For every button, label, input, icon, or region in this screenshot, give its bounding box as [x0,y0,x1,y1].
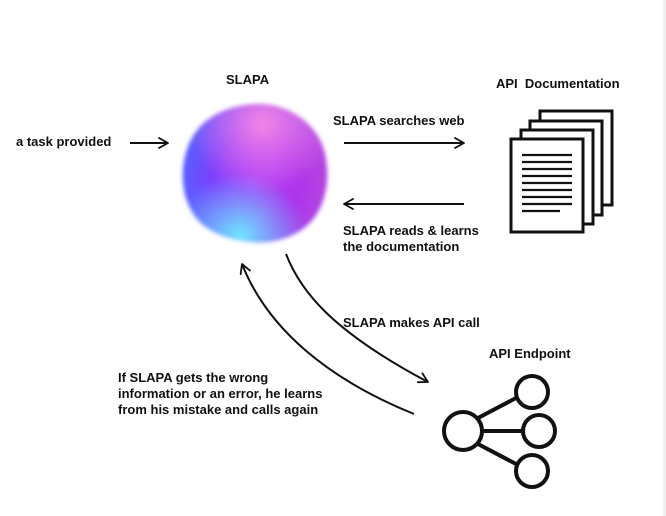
feedback-label-line3: from his mistake and calls again [118,402,319,417]
api-endpoint-label: API Endpoint [489,346,571,361]
feedback-label-line1: If SLAPA gets the wrong [118,370,269,385]
reads-learns-label-line2: the documentation [343,239,460,254]
makes-api-call-label: SLAPA makes API call [343,315,480,330]
share-network-icon [442,374,557,489]
searches-web-label: SLAPA searches web [333,113,465,128]
right-edge-strip [663,0,666,516]
reads-learns-label-line1: SLAPA reads & learns [343,223,479,238]
arrow-feedback [239,263,415,415]
slapa-orb [182,103,328,243]
task-provided-label: a task provided [16,134,112,149]
feedback-label-line2: information or an error, he learns [118,386,323,401]
slapa-title: SLAPA [226,72,270,87]
api-documentation-label: API Documentation [496,76,620,91]
document-stack-icon [509,109,614,234]
arrow-api-call [285,253,429,384]
